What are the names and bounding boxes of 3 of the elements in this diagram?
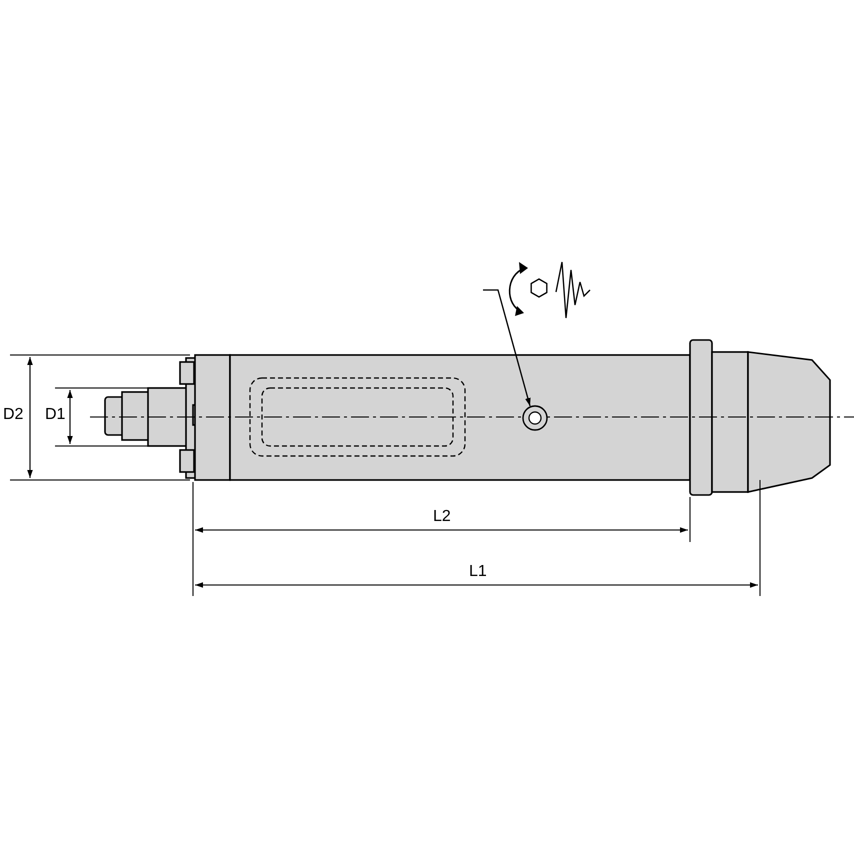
rotation-symbol-icon: [508, 261, 590, 319]
leader-line: [483, 289, 531, 406]
screw-hole: [522, 405, 548, 431]
